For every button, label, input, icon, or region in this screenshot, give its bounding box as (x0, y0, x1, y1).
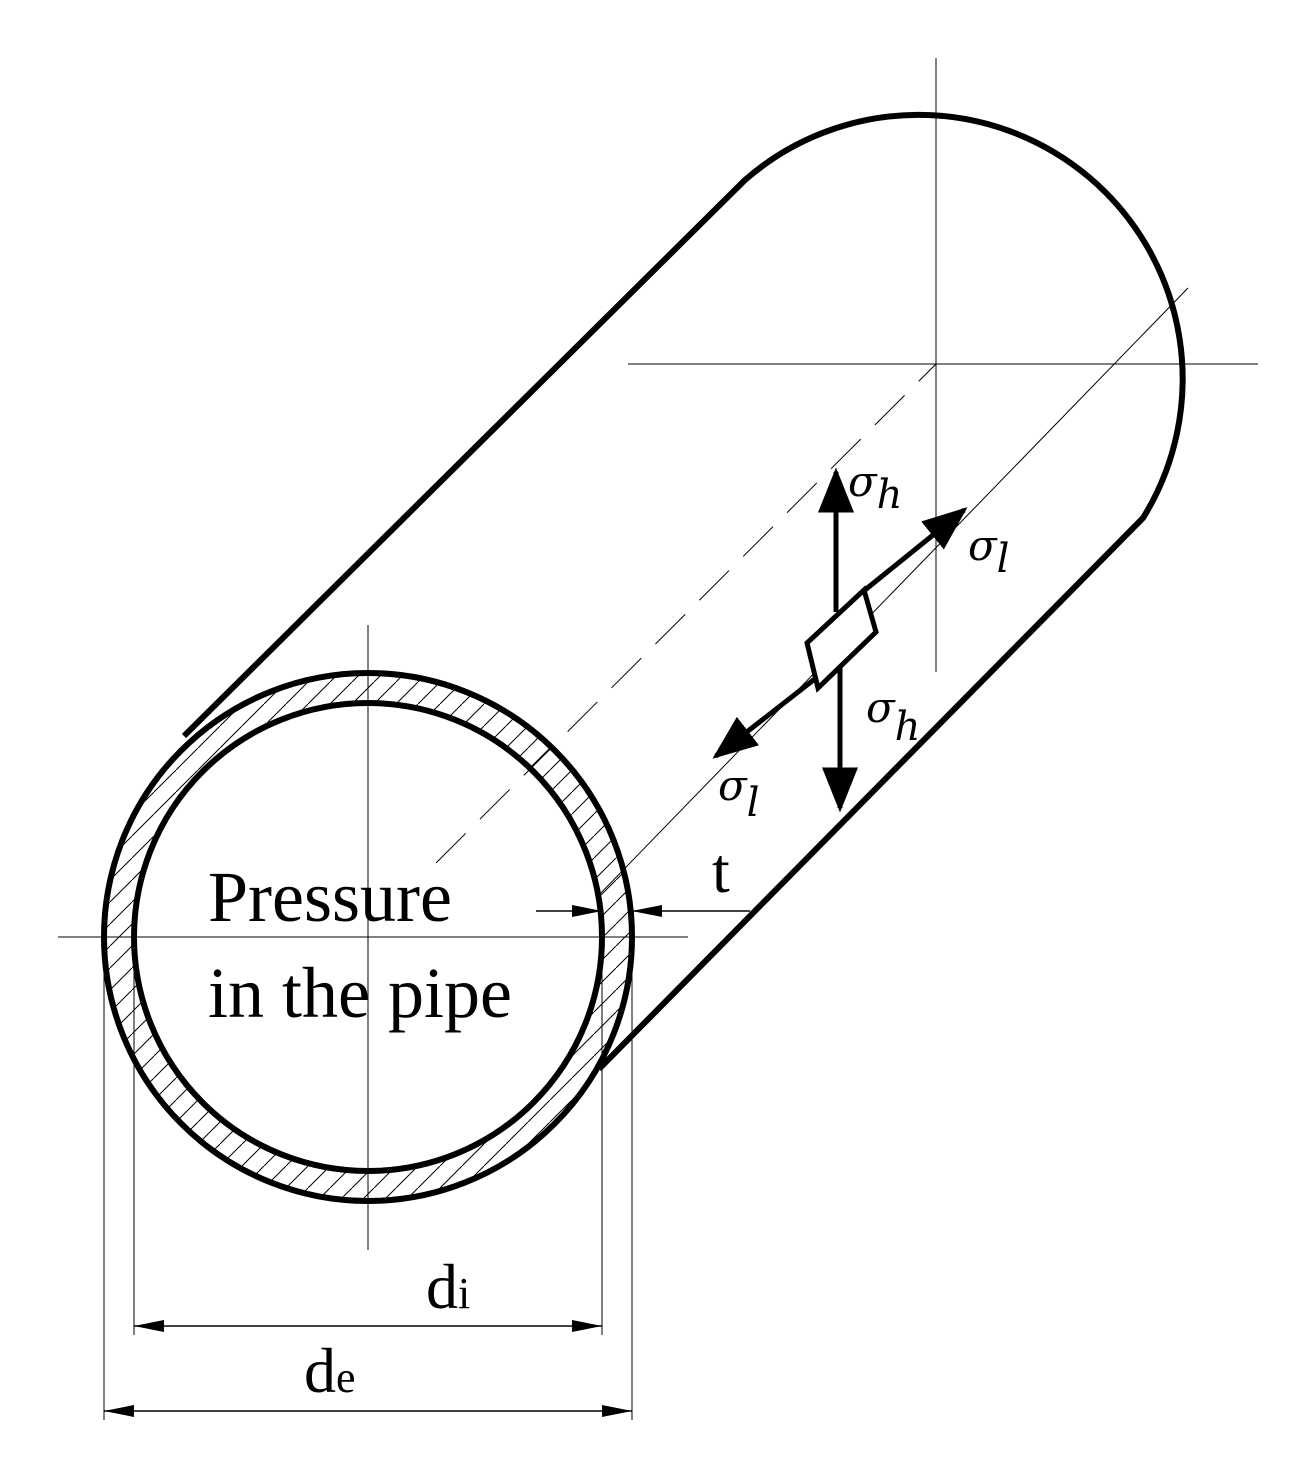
sigma-h-top-label: σh (848, 457, 902, 518)
sigma-h-bottom-label: σh (866, 683, 920, 750)
thickness-label: t (712, 835, 730, 906)
de-label: de (304, 1335, 356, 1406)
sigma-l-bottom-label: σl (718, 761, 759, 826)
centerlines (58, 58, 1258, 1250)
stress-element-group (712, 467, 968, 813)
longitudinal-stress-arrow-up (858, 507, 968, 596)
sigma-l-top-label: σl (968, 521, 1009, 582)
pressure-label-line2: in the pipe (208, 953, 512, 1033)
stress-element (804, 585, 879, 693)
di-label: di (426, 1251, 470, 1322)
hidden-axis-line (435, 363, 937, 864)
pipe-outline (181, 111, 1186, 1072)
thickness-dimension: t (536, 835, 750, 917)
diameter-dimensions: di de (103, 937, 633, 1420)
pipe-body (101, 111, 1186, 1204)
inner-wall-line (596, 287, 1189, 898)
longitudinal-stress-arrow-down (712, 676, 818, 759)
pressure-label-line1: Pressure (208, 857, 452, 937)
